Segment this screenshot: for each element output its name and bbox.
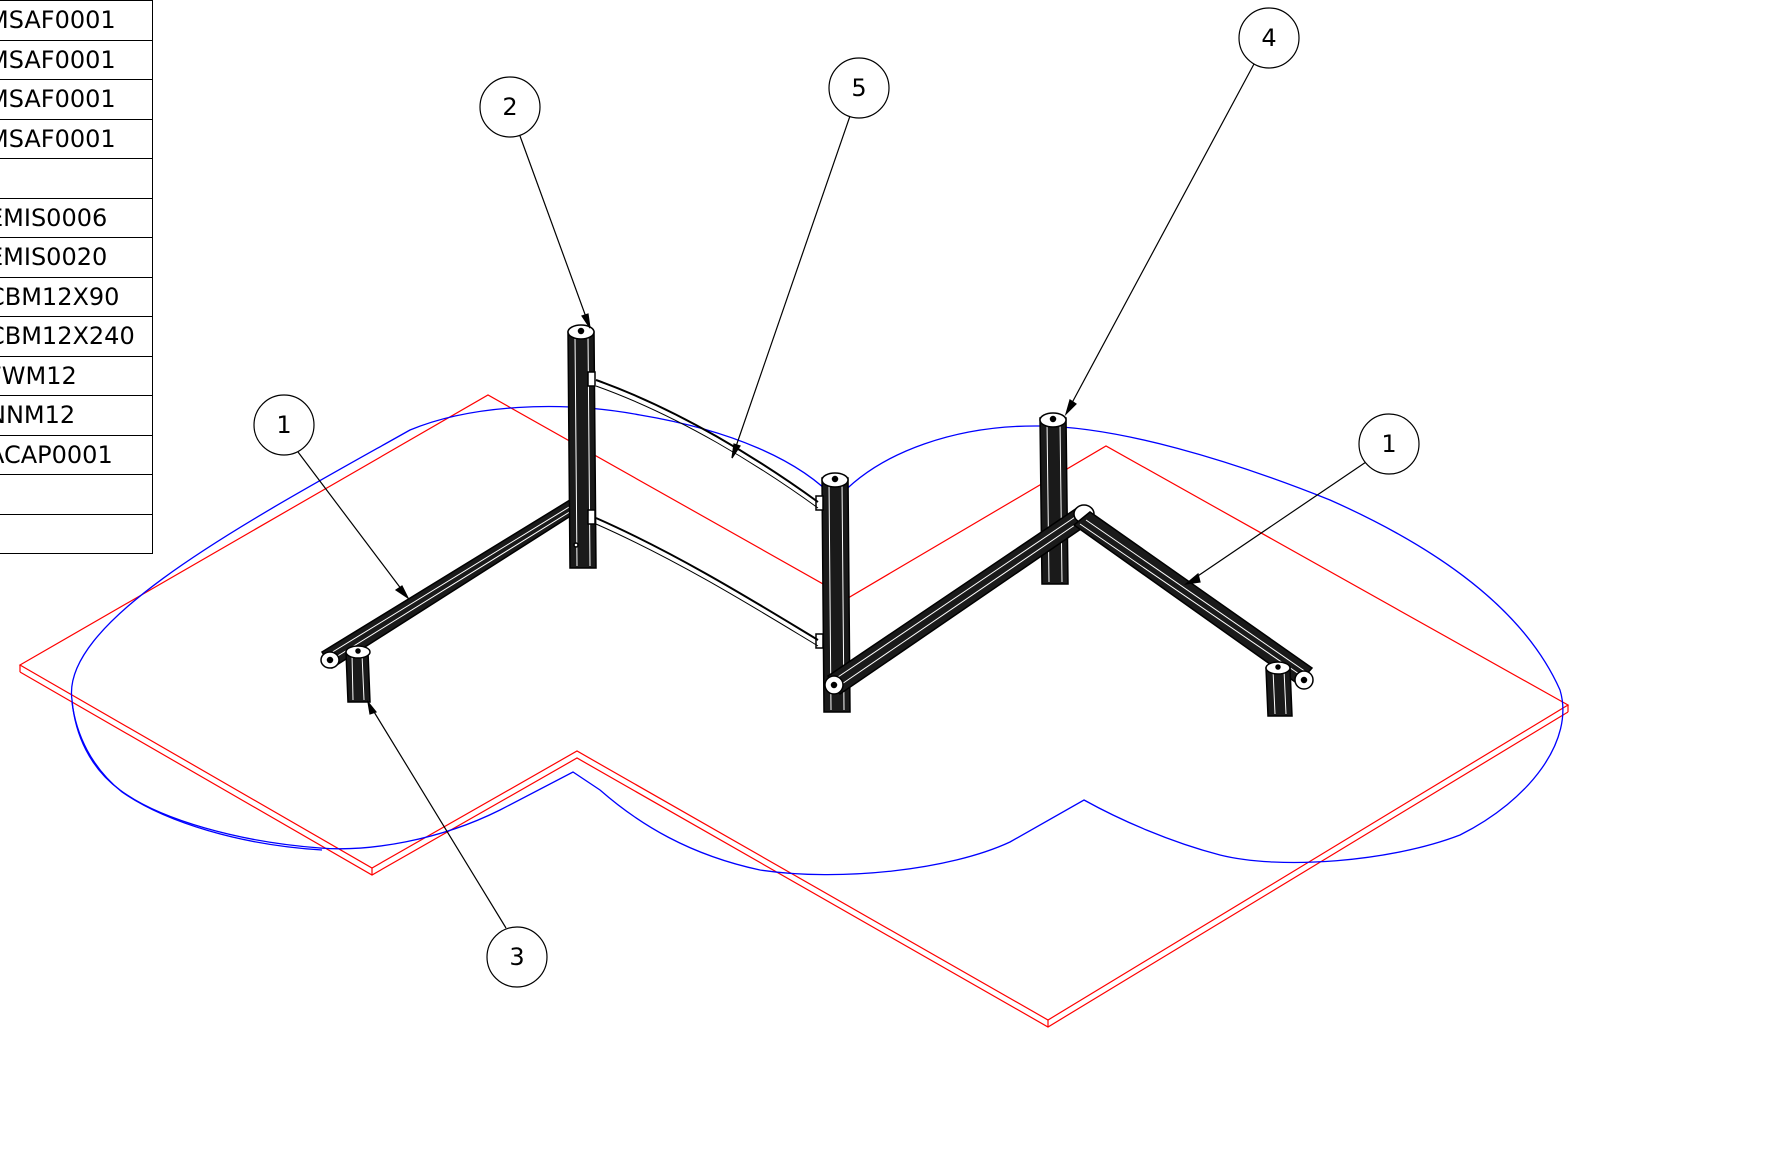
bom-part-number: EMIS0020 [0,237,153,278]
bom-part-number: CBM12X240 [0,316,153,357]
aluminium-frame [320,324,1314,717]
bom-part-number: EMIS0006 [0,197,153,238]
right-rail [1072,511,1314,690]
bom-part-number: NNM12 [0,395,153,436]
footprint-boundary [18,394,1570,1028]
bom-part-number: FWM12 [0,355,153,396]
bom-row: EMIS0006 [0,197,153,238]
centre-rail [824,504,1096,696]
left-foot [345,645,371,703]
left-rail [320,499,582,670]
bom-part-number: MSAF0001 [0,39,153,80]
bom-part-number: MSAF0001 [0,79,153,120]
balloon-label: 3 [509,943,524,971]
clearance-boundary [70,405,1564,876]
balloon-item-1-right: 1 [1183,413,1420,585]
balloon-label: 1 [1381,430,1396,458]
tall-post-left [567,324,597,569]
balloon-item-3: 3 [367,699,548,988]
bom-row: MSAF0001 [0,39,153,80]
balloon-item-4: 4 [1064,7,1300,417]
bom-row: CBM12X240 [0,316,153,357]
balloon-label: 4 [1261,24,1276,52]
bom-row: ACAP0001 [0,434,153,475]
bill-of-materials-table: MSAF0001 MSAF0001 MSAF0001 MSAF0001 EMIS… [0,0,153,554]
balloon-item-2: 2 [479,76,591,329]
bom-row: FWM12 [0,355,153,396]
bom-row [0,474,153,515]
balloon-label: 5 [851,74,866,102]
bom-part-number: MSAF0001 [0,0,153,41]
balloon-label: 1 [276,411,291,439]
bom-part-number [0,474,153,515]
bom-row: MSAF0001 [0,0,153,41]
item-balloons: 1 1 2 3 4 [253,7,1420,988]
bom-row: MSAF0001 [0,79,153,120]
bom-part-number [0,513,153,554]
balloon-item-1-left: 1 [253,394,410,600]
bom-row: NNM12 [0,395,153,436]
bom-row: EMIS0020 [0,237,153,278]
right-post [1039,412,1069,585]
bom-row [0,513,153,554]
bom-part-number: ACAP0001 [0,434,153,475]
tension-cables [595,379,819,647]
right-foot [1265,661,1293,717]
balloon-label: 2 [502,93,517,121]
balloon-item-5: 5 [731,57,890,459]
